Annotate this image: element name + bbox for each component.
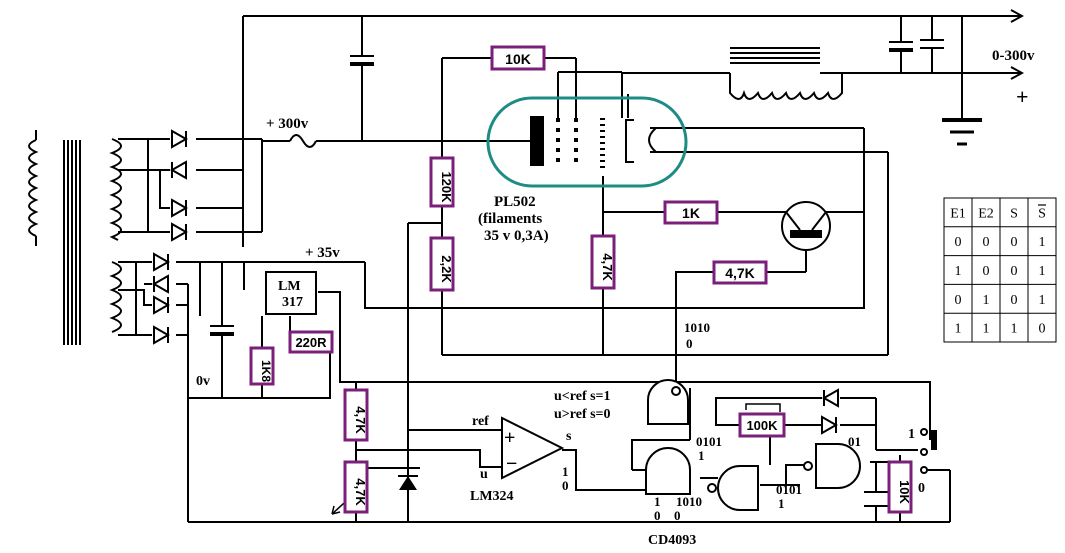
capacitors	[210, 39, 944, 507]
u-label: u	[480, 467, 488, 482]
resistor-4-7k-transistor: 4,7K	[712, 260, 768, 285]
output-plus-label: +	[1016, 84, 1029, 109]
state-label: 1	[698, 448, 705, 463]
table-cell: 1	[1011, 322, 1018, 337]
resistor-4-7k-divider: 4,7K	[343, 388, 369, 442]
resistor-label: 10K	[505, 51, 531, 67]
logic-ic-label: CD4093	[648, 533, 696, 548]
resistor-1k: 1K	[663, 200, 719, 225]
table-cell: 1	[955, 264, 962, 279]
state-label: 1	[654, 494, 661, 509]
resistor-label: 4,7K	[353, 478, 368, 506]
table-header: S	[1010, 206, 1018, 221]
choke	[729, 47, 843, 100]
table-cell: 1	[1039, 293, 1046, 308]
nand-gates	[645, 379, 861, 511]
table-cell: 0	[983, 235, 990, 250]
v300-label: + 300v	[266, 116, 309, 132]
resistor-2-2k: 2,2K	[429, 236, 455, 292]
s-label: s	[566, 429, 572, 444]
state-label: 1010	[676, 494, 702, 509]
table-cell: 1	[1039, 235, 1046, 250]
table-cell: 1	[983, 322, 990, 337]
op-amp	[501, 416, 565, 480]
state-label: 0	[654, 508, 661, 523]
resistor-label: 4,7K	[725, 265, 755, 281]
resistor-label: 4,7K	[353, 406, 368, 434]
opamp-minus: −	[506, 453, 517, 475]
resistor-label: 1K	[682, 205, 700, 221]
table-cell: 0	[1011, 264, 1018, 279]
state-label: 0	[674, 508, 681, 523]
condition-line1: u<ref s=1	[554, 389, 611, 404]
state-label: 1	[562, 464, 569, 479]
table-cell: 1	[983, 293, 990, 308]
regulator-label-line1: LM	[278, 279, 301, 294]
condition-line2: u>ref s=0	[554, 407, 611, 422]
switch-position-1: 1	[908, 427, 915, 442]
table-cell: 0	[955, 293, 962, 308]
opamp-label: LM324	[470, 489, 514, 504]
resistor-100k: 100K	[738, 412, 786, 438]
switch-position-0: 0	[918, 481, 925, 496]
resistor-label: 220R	[295, 335, 327, 350]
table-cell: 0	[955, 235, 962, 250]
tube-name: PL502	[494, 194, 536, 210]
output-voltage-label: 0-300v	[992, 48, 1035, 64]
state-label: 0101	[696, 434, 722, 449]
table-header: E2	[978, 206, 994, 221]
resistor-label: 100K	[746, 418, 778, 433]
truth-table: E1 E2 S S 0 0 0 1 1 0 0 1 0 1 0 1 1 1 1 0	[943, 197, 1057, 343]
bridge-diodes	[151, 129, 839, 490]
resistor-label: 2,2K	[439, 255, 454, 283]
table-cell: 0	[1011, 235, 1018, 250]
wiring	[118, 16, 1022, 523]
potentiometer-4-7k: 4,7K	[343, 460, 369, 514]
table-header: S	[1038, 206, 1046, 221]
resistor-label: 4,7K	[600, 253, 615, 281]
table-cell: 0	[1011, 293, 1018, 308]
v35-label: + 35v	[305, 245, 340, 261]
table-cell: 1	[1039, 264, 1046, 279]
state-label: 0	[562, 478, 569, 493]
table-cell: 0	[1039, 322, 1046, 337]
tube-note-line2: 35 v 0,3A)	[484, 228, 549, 244]
resistor-120k: 120K	[429, 156, 455, 208]
v0-label: 0v	[196, 374, 210, 389]
lm317-regulator	[265, 271, 317, 315]
regulator-label-line2: 317	[282, 295, 303, 310]
state-label: 01	[848, 434, 861, 449]
tube-note-line1: (filaments	[478, 211, 542, 227]
opamp-plus: +	[504, 427, 515, 449]
resistor-1k8: 1K8	[249, 346, 275, 386]
resistor-label: 120K	[439, 171, 454, 203]
resistor-label: 1K8	[259, 360, 273, 382]
table-cell: 0	[983, 264, 990, 279]
output-switch	[920, 428, 937, 474]
resistor-10k-output: 10K	[887, 460, 913, 514]
resistor-220r: 220R	[288, 330, 334, 354]
state-label: 1010	[684, 320, 710, 335]
fuse	[289, 134, 317, 148]
transistor	[781, 201, 831, 251]
resistor-4-7k-grid: 4,7K	[590, 234, 616, 290]
state-label: 0	[686, 336, 693, 351]
ground-symbol	[942, 118, 982, 146]
state-label: 1	[778, 496, 785, 511]
table-header: E1	[950, 206, 966, 221]
resistor-10k-top: 10K	[490, 45, 546, 71]
ref-label: ref	[472, 414, 489, 429]
vacuum-tube	[486, 96, 688, 188]
transformer	[28, 130, 122, 345]
table-cell: 1	[955, 322, 962, 337]
resistor-label: 10K	[897, 480, 912, 504]
state-label: 0101	[776, 482, 802, 497]
